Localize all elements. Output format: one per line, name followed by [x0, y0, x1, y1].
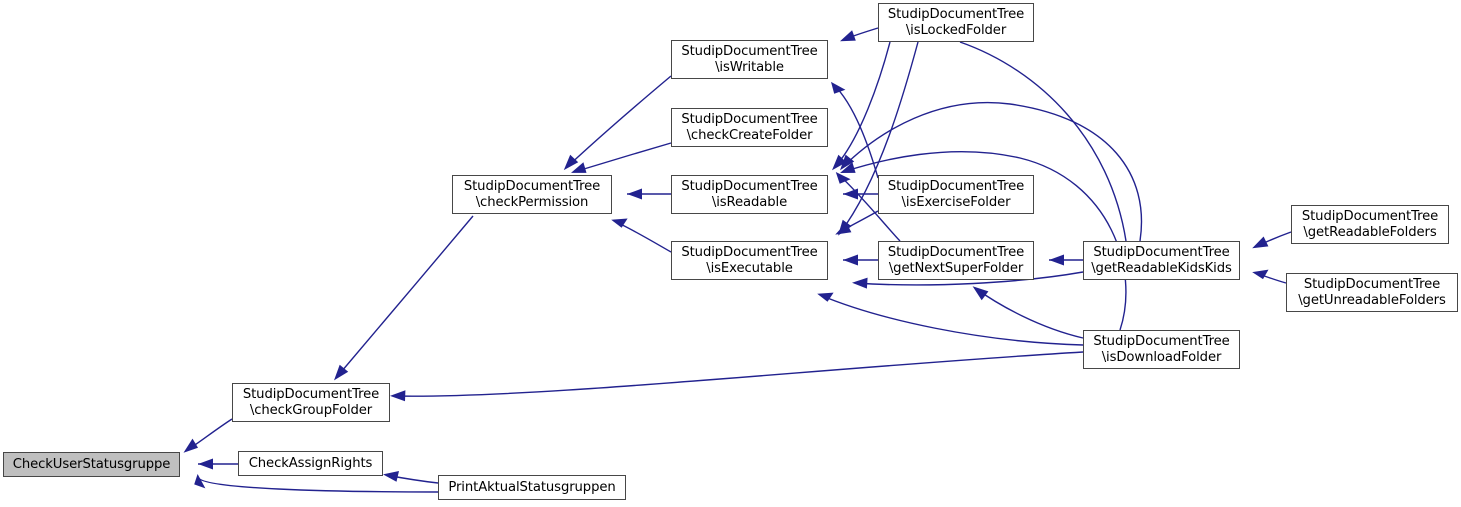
node-label-line1: StudipDocumentTree [681, 244, 818, 260]
node-label-line2: \checkPermission [475, 194, 589, 210]
edge-isreadable-to-checkpermission [627, 188, 671, 200]
node-getunreadablefolders[interactable]: StudipDocumentTree \getUnreadableFolders [1286, 273, 1458, 312]
node-label-line2: \isDownloadFolder [1101, 349, 1222, 365]
edge-getnextsuperfolder-to-isreadable [835, 172, 901, 242]
node-islockedfolder[interactable]: StudipDocumentTree \isLockedFolder [878, 3, 1034, 42]
node-label-line1: StudipDocumentTree [681, 43, 818, 59]
node-label-line2: \isLockedFolder [905, 22, 1007, 38]
node-label-line2: \getReadableFolders [1303, 224, 1437, 240]
edge-isexercisefolder-to-isreadable [843, 188, 878, 200]
node-isreadable[interactable]: StudipDocumentTree \isReadable [671, 175, 828, 214]
edge-iswritable-to-checkpermission [563, 75, 672, 171]
node-label-line2: \getNextSuperFolder [888, 260, 1024, 276]
edge-checkpermission-to-checkgroupfolder [334, 215, 474, 381]
node-checkcreatefolder[interactable]: StudipDocumentTree \checkCreateFolder [671, 108, 828, 147]
node-label-line2: \isExerciseFolder [901, 194, 1011, 210]
node-iswritable[interactable]: StudipDocumentTree \isWritable [671, 40, 828, 79]
node-isdownloadfolder[interactable]: StudipDocumentTree \isDownloadFolder [1083, 330, 1240, 369]
node-label-line2: \isReadable [711, 194, 788, 210]
edge-getunreadablefolders-to-getreadablekidskids [1252, 269, 1287, 284]
edge-checkgroupfolder-to-checkuserstatusgruppe [183, 418, 233, 453]
node-label-line1: StudipDocumentTree [887, 244, 1025, 260]
edge-isdownloadfolder-to-isexecutable [817, 292, 1084, 346]
node-label-line1: StudipDocumentTree [681, 111, 818, 127]
edge-getreadablekidskids-to-getnextsuperfolder [1049, 254, 1083, 266]
edge-islockedfolder-to-iswritable [840, 27, 879, 42]
edge-getreadablekidskids-to-isreadable [840, 102, 1143, 242]
node-getnextsuperfolder[interactable]: StudipDocumentTree \getNextSuperFolder [878, 241, 1034, 280]
node-label-line1: StudipDocumentTree [1303, 276, 1441, 292]
node-checkpermission[interactable]: StudipDocumentTree \checkPermission [452, 175, 612, 214]
edge-islockedfolder-to-getreadablekidskids-arc [959, 41, 1127, 242]
edge-printaktualstatusgruppen-to-checkassignrights [383, 471, 439, 484]
node-label-line1: StudipDocumentTree [1093, 333, 1230, 349]
edge-printaktualstatusgruppen-to-checkuserstatusgruppe [194, 474, 439, 493]
node-checkassignrights[interactable]: CheckAssignRights [238, 451, 383, 476]
edge-islockedfolder-to-isreadable [832, 41, 891, 171]
node-label-line1: StudipDocumentTree [1301, 208, 1439, 224]
node-label-line1: StudipDocumentTree [463, 178, 601, 194]
edge-isexercisefolder-to-isexecutable [835, 210, 879, 235]
edge-checkcreatefolder-to-checkpermission [571, 142, 672, 173]
node-label-line2: \checkGroupFolder [249, 402, 373, 418]
edge-getnextsuperfolder-to-isexecutable [843, 254, 878, 266]
node-label-line1: CheckAssignRights [248, 455, 373, 471]
node-label-line2: \getReadableKidsKids [1091, 260, 1232, 276]
node-isexecutable[interactable]: StudipDocumentTree \isExecutable [671, 241, 828, 280]
node-label-line1: StudipDocumentTree [242, 386, 380, 402]
node-printaktualstatusgruppen[interactable]: PrintAktualStatusgruppen [438, 475, 626, 500]
edge-isexecutable-to-checkpermission [611, 218, 672, 253]
node-label-line1: StudipDocumentTree [681, 178, 818, 194]
node-checkuserstatusgruppe[interactable]: CheckUserStatusgruppe [3, 452, 180, 477]
node-label-line1: PrintAktualStatusgruppen [448, 479, 616, 495]
node-label-line1: StudipDocumentTree [887, 178, 1025, 194]
edge-checkassignrights-to-checkuserstatusgruppe [198, 458, 238, 470]
edge-isdownloadfolder-to-checkgroupfolder [390, 351, 1084, 402]
edge-getreadablekidskids-to-isexecutable [852, 271, 1084, 289]
node-checkgroupfolder[interactable]: StudipDocumentTree \checkGroupFolder [232, 383, 390, 422]
edge-getreadablefolders-to-getreadablekidskids [1252, 231, 1292, 249]
node-isexercisefolder[interactable]: StudipDocumentTree \isExerciseFolder [878, 175, 1034, 214]
edge-isexercisefolder-to-iswritable [831, 81, 879, 179]
node-label-line1: StudipDocumentTree [1093, 244, 1230, 260]
node-getreadablekidskids[interactable]: StudipDocumentTree \getReadableKidsKids [1083, 241, 1240, 280]
node-label-line1: StudipDocumentTree [887, 6, 1025, 22]
edge-isdownloadfolder-to-getnextsuperfolder [972, 286, 1084, 339]
node-label-line2: \checkCreateFolder [686, 127, 813, 143]
node-label-line2: \isWritable [715, 59, 784, 75]
node-label-line2: \isExecutable [706, 260, 793, 276]
node-label-line1: CheckUserStatusgruppe [12, 456, 171, 472]
node-getreadablefolders[interactable]: StudipDocumentTree \getReadableFolders [1291, 205, 1449, 244]
node-label-line2: \getUnreadableFolders [1298, 292, 1446, 308]
